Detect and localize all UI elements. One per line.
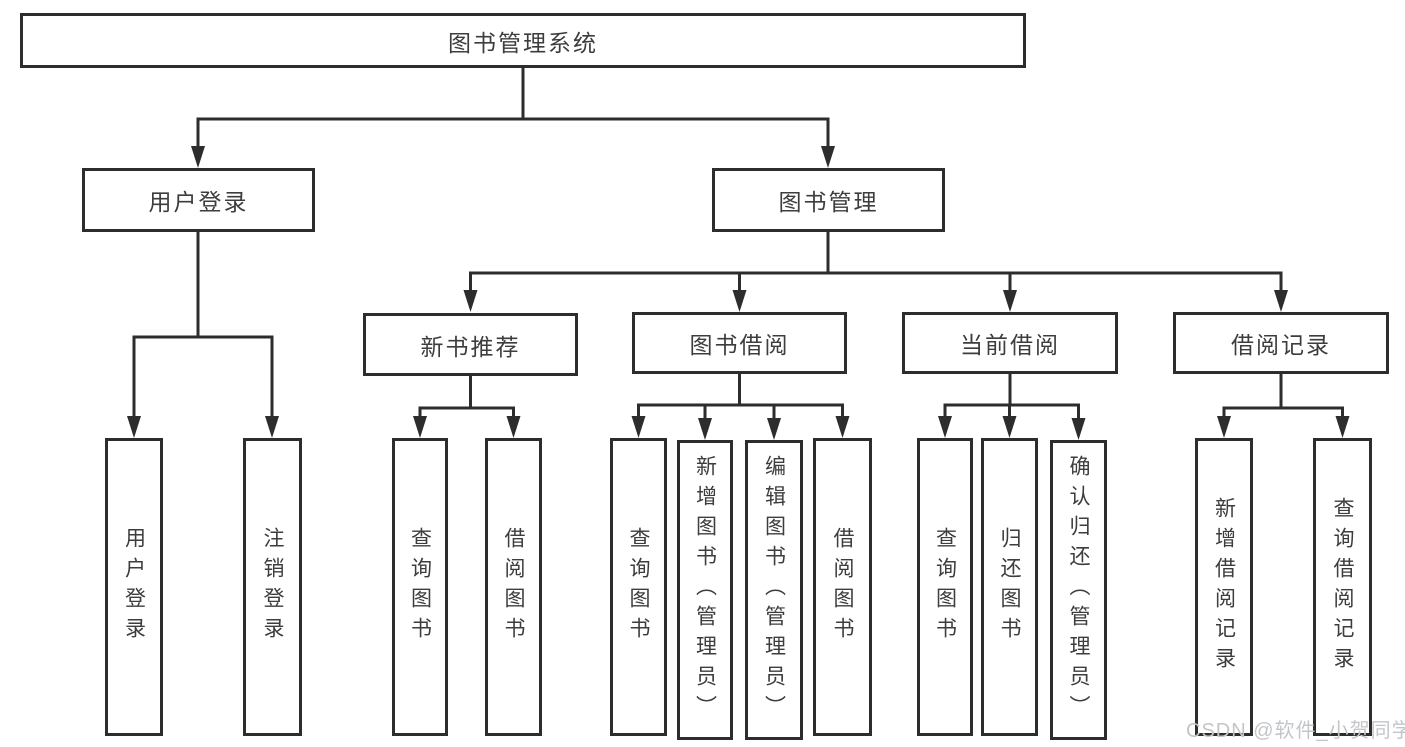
arrow-down-icon — [631, 416, 646, 438]
leaf-query-borrow-record: 查询借阅记录 — [1313, 438, 1372, 736]
leaf-edit-book-admin: 编辑图书（管理员） — [745, 440, 803, 740]
node-label: 借阅图书 — [831, 527, 854, 647]
node-label: 当前借阅 — [960, 332, 1060, 358]
node-label: 确认归还（管理员） — [1067, 455, 1090, 725]
node-label: 借阅图书 — [502, 527, 525, 647]
node-book-borrowing: 图书借阅 — [632, 312, 847, 374]
arrow-down-icon — [1003, 290, 1017, 312]
leaf-add-borrow-record: 新增借阅记录 — [1195, 438, 1253, 736]
node-label: 归还图书 — [998, 527, 1021, 647]
arrow-down-icon — [698, 418, 712, 440]
leaf-logout: 注销登录 — [243, 438, 302, 736]
arrow-down-icon — [463, 290, 478, 312]
arrow-down-icon — [1002, 416, 1017, 438]
arrow-down-icon — [732, 290, 747, 312]
node-label: 查询借阅记录 — [1331, 497, 1354, 677]
leaf-query-books-recommend: 查询图书 — [392, 438, 448, 736]
leaf-query-books-current: 查询图书 — [917, 438, 973, 736]
node-label: 新增图书（管理员） — [693, 455, 717, 725]
node-current-borrowing: 当前借阅 — [902, 312, 1118, 374]
node-label: 图书管理 — [778, 189, 879, 215]
arrow-down-icon — [191, 146, 205, 168]
node-label: 图书管理系统 — [448, 29, 598, 56]
node-borrowing-records: 借阅记录 — [1173, 312, 1389, 374]
node-label: 用户登录 — [122, 527, 146, 647]
node-library-management-system: 图书管理系统 — [20, 13, 1026, 68]
arrow-down-icon — [413, 416, 427, 438]
node-label: 查询图书 — [408, 527, 432, 647]
node-new-book-recommend: 新书推荐 — [363, 313, 578, 376]
arrow-down-icon — [265, 416, 279, 438]
arrow-down-icon — [1217, 416, 1231, 438]
leaf-query-books-borrowing: 查询图书 — [610, 438, 667, 736]
node-label: 图书借阅 — [689, 332, 790, 358]
arrow-down-icon — [821, 146, 835, 168]
node-book-management: 图书管理 — [712, 168, 945, 232]
node-label: 用户登录 — [148, 189, 249, 215]
watermark: CSDN @软件_小贺同学 — [1186, 720, 1405, 742]
node-label: 新书推荐 — [420, 333, 521, 360]
leaf-return-books: 归还图书 — [981, 438, 1038, 736]
node-label: 新增借阅记录 — [1212, 497, 1236, 677]
arrow-down-icon — [938, 416, 952, 438]
leaf-borrow-books-recommend: 借阅图书 — [485, 438, 542, 736]
arrow-down-icon — [1071, 418, 1086, 440]
leaf-borrow-books-borrowing: 借阅图书 — [813, 438, 872, 736]
node-label: 编辑图书（管理员） — [762, 455, 786, 725]
node-user-login: 用户登录 — [82, 168, 315, 232]
node-label: 查询图书 — [627, 527, 650, 647]
leaf-confirm-return-admin: 确认归还（管理员） — [1050, 440, 1107, 740]
arrow-down-icon — [1335, 416, 1350, 438]
arrow-down-icon — [835, 416, 850, 438]
leaf-user-login: 用户登录 — [105, 438, 163, 736]
arrow-down-icon — [767, 418, 781, 440]
arrow-down-icon — [1274, 290, 1288, 312]
arrow-down-icon — [127, 416, 141, 438]
node-label: 注销登录 — [261, 527, 284, 647]
leaf-add-book-admin: 新增图书（管理员） — [677, 440, 733, 740]
arrow-down-icon — [506, 416, 521, 438]
node-label: 借阅记录 — [1231, 332, 1331, 358]
node-label: 查询图书 — [933, 527, 957, 647]
